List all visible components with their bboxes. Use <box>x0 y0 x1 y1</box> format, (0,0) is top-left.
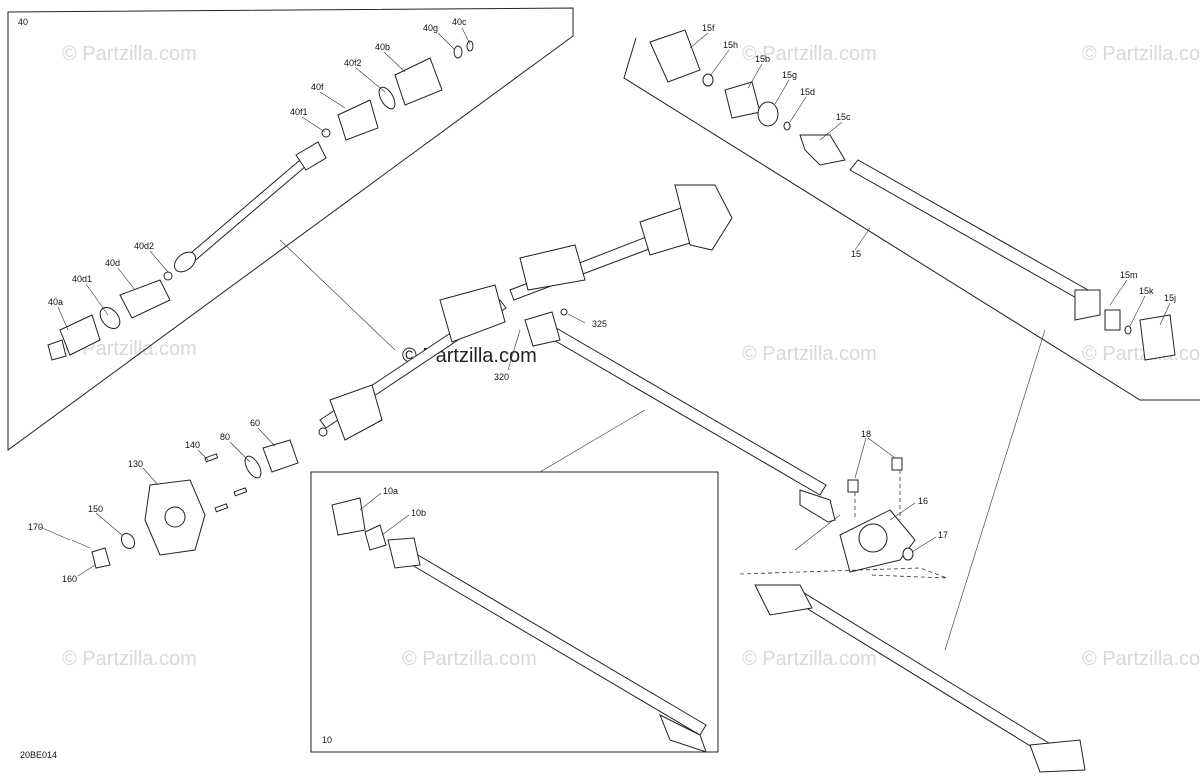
callout-325: 325 <box>592 319 607 329</box>
watermark: © Partzilla.com <box>62 338 197 360</box>
shaft-lower-right <box>754 584 1086 773</box>
callout-labels: 40 40g 40c 40b 40f2 40f 40f1 40d2 40d 40… <box>18 17 1176 745</box>
callout-15c: 15c <box>836 112 851 122</box>
hub-assembly <box>71 439 299 569</box>
watermark: © Partzilla.com <box>742 343 877 365</box>
callout-15g: 15g <box>782 70 797 80</box>
callout-60: 60 <box>250 418 260 428</box>
callout-40b: 40b <box>375 42 390 52</box>
connector-line <box>944 329 1046 651</box>
callout-40f2: 40f2 <box>344 58 362 68</box>
callout-40: 40 <box>18 17 28 27</box>
watermark: © Partzilla.com <box>1082 343 1200 365</box>
callout-40d1: 40d1 <box>72 274 92 284</box>
leader-lines <box>39 27 1171 577</box>
callout-15m: 15m <box>1120 270 1138 280</box>
frame-assembly-10 <box>310 471 719 753</box>
callout-130: 130 <box>128 459 143 469</box>
watermark: © Partzilla.com <box>62 43 197 65</box>
callout-140: 140 <box>185 440 200 450</box>
callout-16: 16 <box>918 496 928 506</box>
watermark: © Partzilla.com <box>1082 43 1200 65</box>
callout-15k: 15k <box>1139 286 1154 296</box>
watermark: © Partzilla.com <box>742 43 877 65</box>
callout-15d: 15d <box>800 87 815 97</box>
callout-170: 170 <box>28 522 43 532</box>
watermark: © Partzilla.com <box>742 648 877 670</box>
callout-15h: 15h <box>723 40 738 50</box>
shaft-320 <box>524 308 836 523</box>
shaft-10 <box>331 497 707 753</box>
shaft-40 <box>47 40 474 361</box>
watermark: © Partzilla.com <box>402 648 537 670</box>
frame-assembly-15 <box>623 37 1200 401</box>
callout-40d: 40d <box>105 258 120 268</box>
callout-160: 160 <box>62 574 77 584</box>
watermark-layer: © Partzilla.com © Partzilla.com © Partzi… <box>62 43 1200 670</box>
callout-40f1: 40f1 <box>290 107 308 117</box>
shaft-main <box>318 184 733 441</box>
watermark: © Partzilla.com <box>1082 648 1200 670</box>
callout-10b: 10b <box>411 508 426 518</box>
callout-40a: 40a <box>48 297 63 307</box>
callout-40g: 40g <box>423 23 438 33</box>
callout-15j: 15j <box>1164 293 1176 303</box>
callout-15: 15 <box>851 249 861 259</box>
callout-10a: 10a <box>383 486 398 496</box>
callout-320: 320 <box>494 372 509 382</box>
callout-10: 10 <box>322 735 332 745</box>
callout-80: 80 <box>220 432 230 442</box>
frame-assembly-40 <box>7 7 574 451</box>
watermark: © Partzilla.com <box>62 648 197 670</box>
callout-40f: 40f <box>311 82 324 92</box>
callout-15b: 15b <box>755 54 770 64</box>
callout-17: 17 <box>938 530 948 540</box>
diagram-code: 20BE014 <box>20 750 57 760</box>
callout-150: 150 <box>88 504 103 514</box>
callout-18: 18 <box>861 429 871 439</box>
connector-line <box>539 409 646 473</box>
shaft-15 <box>649 29 1176 361</box>
connector-line <box>279 239 396 351</box>
callout-15f: 15f <box>702 23 715 33</box>
callout-40c: 40c <box>452 17 467 27</box>
callout-40d2: 40d2 <box>134 241 154 251</box>
bearing-support <box>739 457 948 579</box>
